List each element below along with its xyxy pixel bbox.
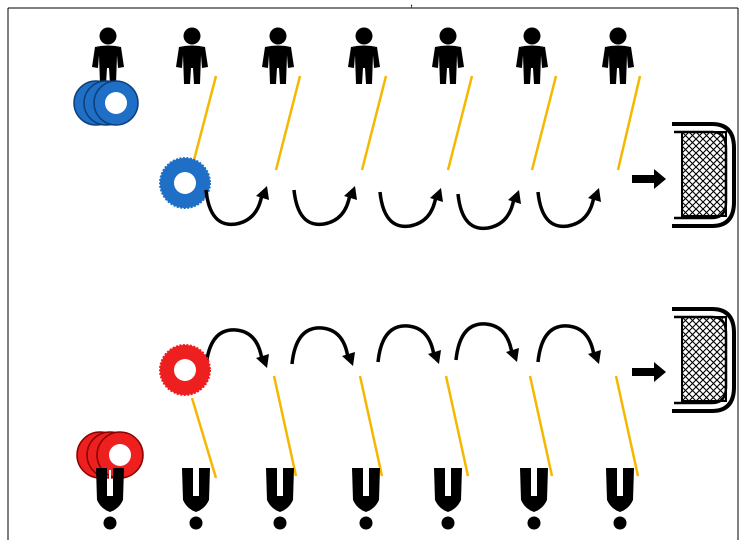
stick-line <box>274 75 302 171</box>
person-icon <box>602 27 634 84</box>
person-icon <box>96 468 124 530</box>
top-tick-mark: , <box>410 0 413 9</box>
stick-line <box>358 375 384 477</box>
curved-arrow-icon <box>536 186 603 229</box>
curved-arrow-icon <box>454 322 521 364</box>
ring-icon <box>159 157 211 209</box>
bottom-players <box>96 468 634 530</box>
stick-line <box>272 375 298 477</box>
top-stick-lines <box>192 75 642 171</box>
person-icon <box>262 27 294 84</box>
curved-arrow-icon <box>456 188 523 231</box>
bottom-ring-stack <box>76 431 144 479</box>
ring-icon <box>159 344 211 396</box>
bottom-stick-lines <box>190 375 640 479</box>
goal-net-icon <box>670 122 736 228</box>
curved-arrow-icon <box>292 184 359 227</box>
bottom-drill <box>76 307 736 530</box>
person-icon <box>348 27 380 84</box>
right-arrow-icon <box>632 362 666 382</box>
person-icon <box>432 27 464 84</box>
stick-line <box>528 375 554 477</box>
stick-line <box>444 375 470 477</box>
stick-line <box>616 75 642 171</box>
curved-arrow-icon <box>204 184 271 227</box>
goal-net-icon <box>670 307 736 413</box>
person-icon <box>176 27 208 84</box>
stick-line <box>192 75 218 161</box>
stick-line <box>190 397 218 479</box>
person-icon <box>434 468 462 530</box>
person-icon <box>92 27 124 84</box>
top-drill <box>73 27 736 231</box>
curved-arrow-icon <box>536 324 603 366</box>
person-icon <box>520 468 548 530</box>
curved-arrow-icon <box>378 186 445 229</box>
stick-line <box>360 75 388 171</box>
curved-arrow-icon <box>290 326 357 368</box>
curved-arrow-icon <box>376 324 443 366</box>
stick-line <box>446 75 474 171</box>
person-icon <box>266 468 294 530</box>
curved-arrow-icon <box>204 328 271 370</box>
person-icon <box>182 468 210 530</box>
top-ring-stack <box>73 80 139 126</box>
stick-line <box>530 75 558 171</box>
bottom-arrows <box>204 322 603 370</box>
top-players <box>92 27 634 84</box>
person-icon <box>352 468 380 530</box>
top-arrows <box>204 184 603 231</box>
right-arrow-icon <box>632 169 666 189</box>
person-icon <box>516 27 548 84</box>
stick-line <box>614 375 640 477</box>
person-icon <box>606 468 634 530</box>
